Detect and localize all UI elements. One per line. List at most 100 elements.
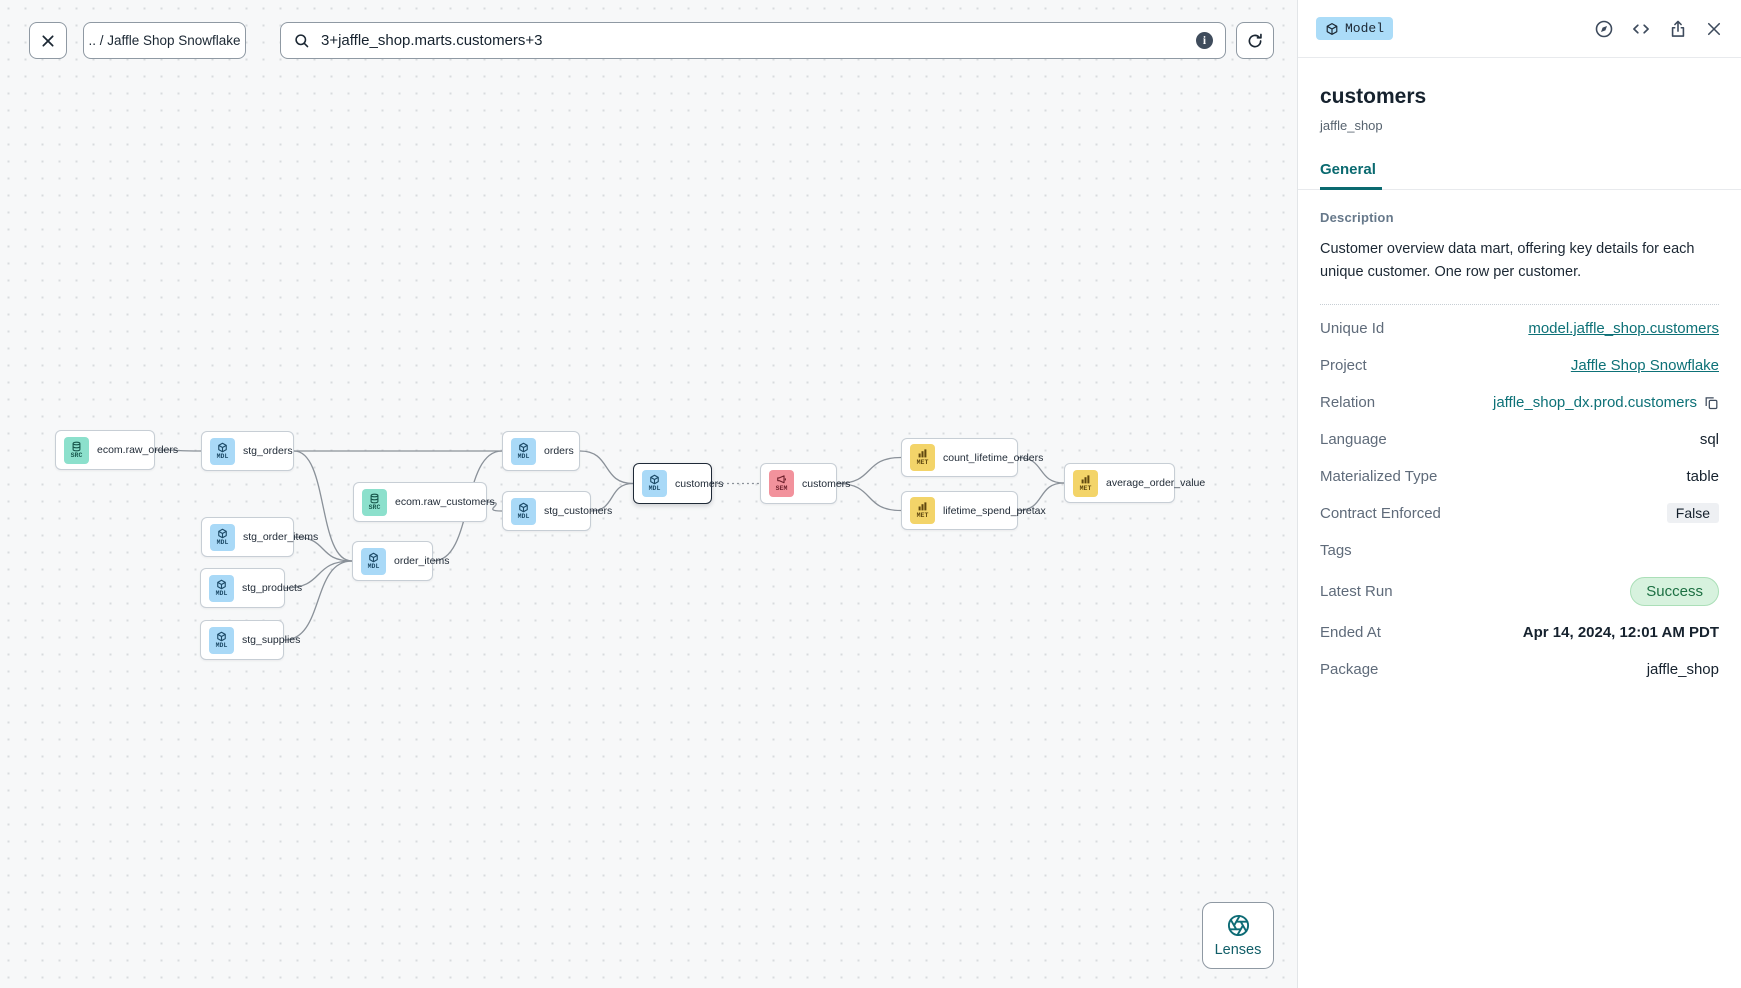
row-label: Unique Id [1320,319,1385,337]
close-lineage-button[interactable] [29,22,67,59]
detail-row-tags: Tags [1320,532,1719,569]
row-label: Relation [1320,393,1376,411]
node-label: customers [675,477,724,490]
row-label: Tags [1320,541,1352,559]
row-value: sql [1699,430,1719,448]
cube-icon: MDL [361,547,386,575]
search-icon [295,34,309,48]
node-ecom_raw_customers[interactable]: SRC ecom.raw_customers [353,482,495,522]
description-text: Customer overview data mart, offering ke… [1320,241,1695,281]
info-icon[interactable]: i [1196,32,1213,49]
explore-compass-icon[interactable] [1594,19,1614,39]
node-customers_model[interactable]: MDL customers [633,463,723,504]
detail-row-ended-at: Ended At Apr 14, 2024, 12:01 AM PDT [1320,614,1719,651]
edge-stg_orders-to-order_items [293,450,353,562]
detail-row-contract-enforced: Contract Enforced False [1320,495,1719,532]
tab-general[interactable]: General [1320,161,1382,190]
cube-icon: MDL [511,497,536,525]
node-label: order_items [394,555,450,567]
detail-row-unique-id: Unique Id model.jaffle_shop.customers [1320,310,1719,347]
detail-row-latest-run: Latest Run Success [1320,569,1719,614]
node-stg_products[interactable]: MDL stg_products [200,568,302,608]
close-icon [42,34,54,47]
row-value: False [1666,503,1719,524]
node-label: stg_customers [544,505,613,517]
code-icon[interactable] [1631,19,1651,39]
resource-type-label: Model [1345,21,1385,36]
node-ecom_raw_orders[interactable]: SRC ecom.raw_orders [55,430,178,470]
row-label: Ended At [1320,623,1381,641]
detail-row-relation: Relation jaffle_shop_dx.prod.customers [1320,384,1719,421]
dotted-divider [1320,303,1719,305]
edge-orders-to-customers_model [579,450,634,485]
detail-row-package: Package jaffle_shop [1320,651,1719,688]
row-value: Success [1630,576,1719,606]
row-value[interactable]: jaffle_shop_dx.prod.customers [1493,394,1719,411]
node-order_items[interactable]: MDL order_items [352,541,449,581]
node-label: stg_products [242,582,303,594]
description-label: Description [1320,210,1394,225]
row-label: Language [1320,430,1387,448]
panel-header: Model [1298,0,1741,58]
search-input[interactable] [319,31,1187,50]
detail-row-language: Language sql [1320,421,1719,458]
node-stg_orders[interactable]: MDL stg_orders [201,431,294,471]
node-label: stg_supplies [242,634,301,646]
breadcrumb[interactable]: .. / Jaffle Shop Snowflake [83,22,246,59]
node-stg_customers[interactable]: MDL stg_customers [502,491,612,531]
resource-type-badge: Model [1316,17,1394,40]
share-icon[interactable] [1668,19,1688,39]
node-stg_order_items[interactable]: MDL stg_order_items [201,517,318,557]
close-panel-icon[interactable] [1705,20,1723,38]
details-panel: Model customers jaffle_shop General Desc… [1297,0,1741,988]
row-label: Latest Run [1320,582,1393,600]
package-subtitle: jaffle_shop [1320,118,1383,133]
node-label: stg_orders [243,445,293,457]
row-label: Materialized Type [1320,467,1438,485]
node-label: ecom.raw_customers [395,496,495,508]
database-icon: SRC [64,436,89,464]
row-value[interactable]: Jaffle Shop Snowflake [1570,356,1719,374]
bar-chart-icon: MET [910,444,935,471]
node-orders[interactable]: MDL orders [502,431,580,471]
cube-icon [1326,22,1338,35]
cube-icon: MDL [642,470,667,497]
tab-bar: General [1298,161,1741,190]
row-label: Package [1320,660,1379,678]
cube-icon: MDL [210,437,235,465]
bar-chart-icon: MET [1073,469,1098,497]
copy-icon[interactable] [1704,395,1719,410]
row-label: Project [1320,356,1367,374]
cube-icon: MDL [210,523,235,551]
row-label: Contract Enforced [1320,504,1441,522]
database-icon: SRC [362,488,387,516]
node-label: customers [802,477,851,490]
node-stg_supplies[interactable]: MDL stg_supplies [200,620,300,660]
node-lifetime_spend_pretax[interactable]: MET lifetime_spend_pretax [901,491,1046,530]
node-label: lifetime_spend_pretax [943,504,1046,517]
refresh-button[interactable] [1236,22,1274,59]
page-title: customers [1320,85,1427,108]
cube-icon: MDL [511,437,536,465]
search-box[interactable]: i [280,22,1226,59]
row-value[interactable]: model.jaffle_shop.customers [1528,319,1719,337]
lenses-button[interactable]: Lenses [1202,902,1274,969]
row-value: jaffle_shop [1646,660,1719,678]
lenses-label: Lenses [1214,941,1262,958]
bar-chart-icon: MET [910,497,935,524]
lenses-aperture-icon [1227,914,1249,936]
cube-icon: MDL [209,574,234,602]
node-label: ecom.raw_orders [97,444,179,456]
row-value: Apr 14, 2024, 12:01 AM PDT [1522,623,1719,641]
cube-icon: MDL [209,626,234,654]
edge-stg_supplies-to-order_items [283,560,353,641]
node-label: orders [544,445,574,457]
node-label: stg_order_items [243,531,319,543]
detail-row-project: Project Jaffle Shop Snowflake [1320,347,1719,384]
